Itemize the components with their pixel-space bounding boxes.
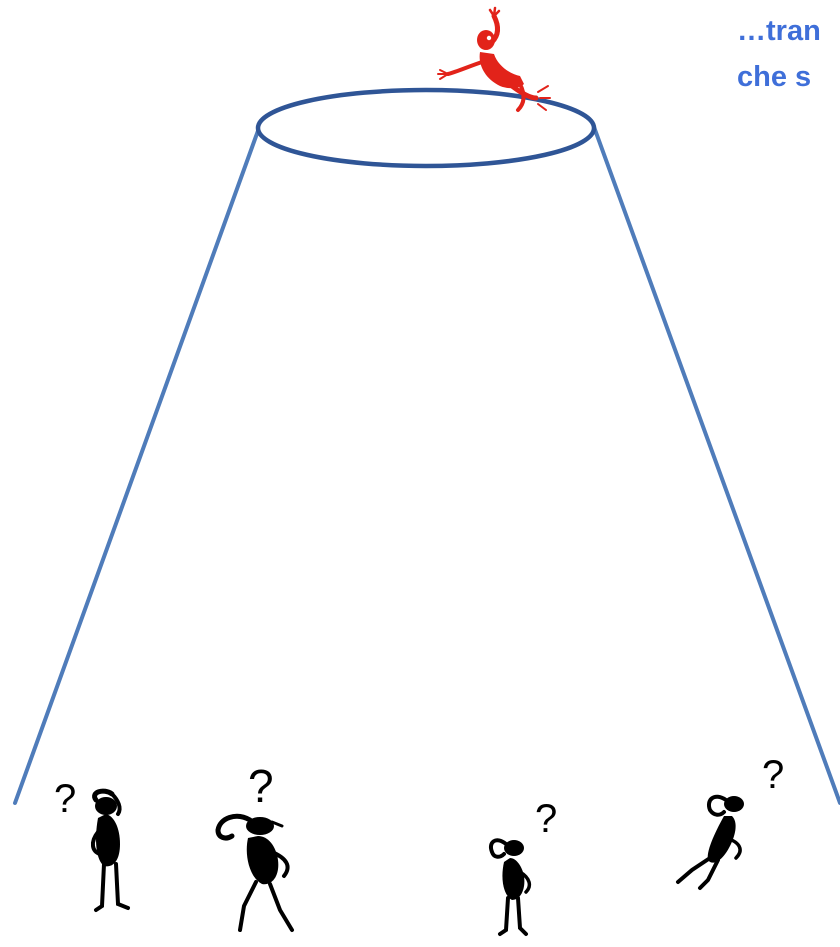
- caption-line-2: che s: [737, 61, 812, 93]
- question-mark-4: ?: [762, 753, 784, 797]
- caption-line-1: …tran: [737, 15, 821, 47]
- funnel-right-side: [592, 125, 840, 805]
- red-climbing-figure: [437, 6, 551, 112]
- question-mark-1: ?: [54, 777, 76, 821]
- question-mark-3: ?: [535, 797, 557, 841]
- funnel-rim: [255, 87, 597, 169]
- confused-figure-3: ?: [489, 797, 557, 936]
- confused-figure-4: ?: [676, 753, 784, 890]
- caption-text: …tran che s: [737, 8, 840, 100]
- funnel-left-side: [13, 126, 261, 805]
- confused-figure-2: ?: [215, 760, 294, 932]
- question-mark-2: ?: [248, 760, 274, 812]
- confused-figure-1: ?: [54, 777, 130, 912]
